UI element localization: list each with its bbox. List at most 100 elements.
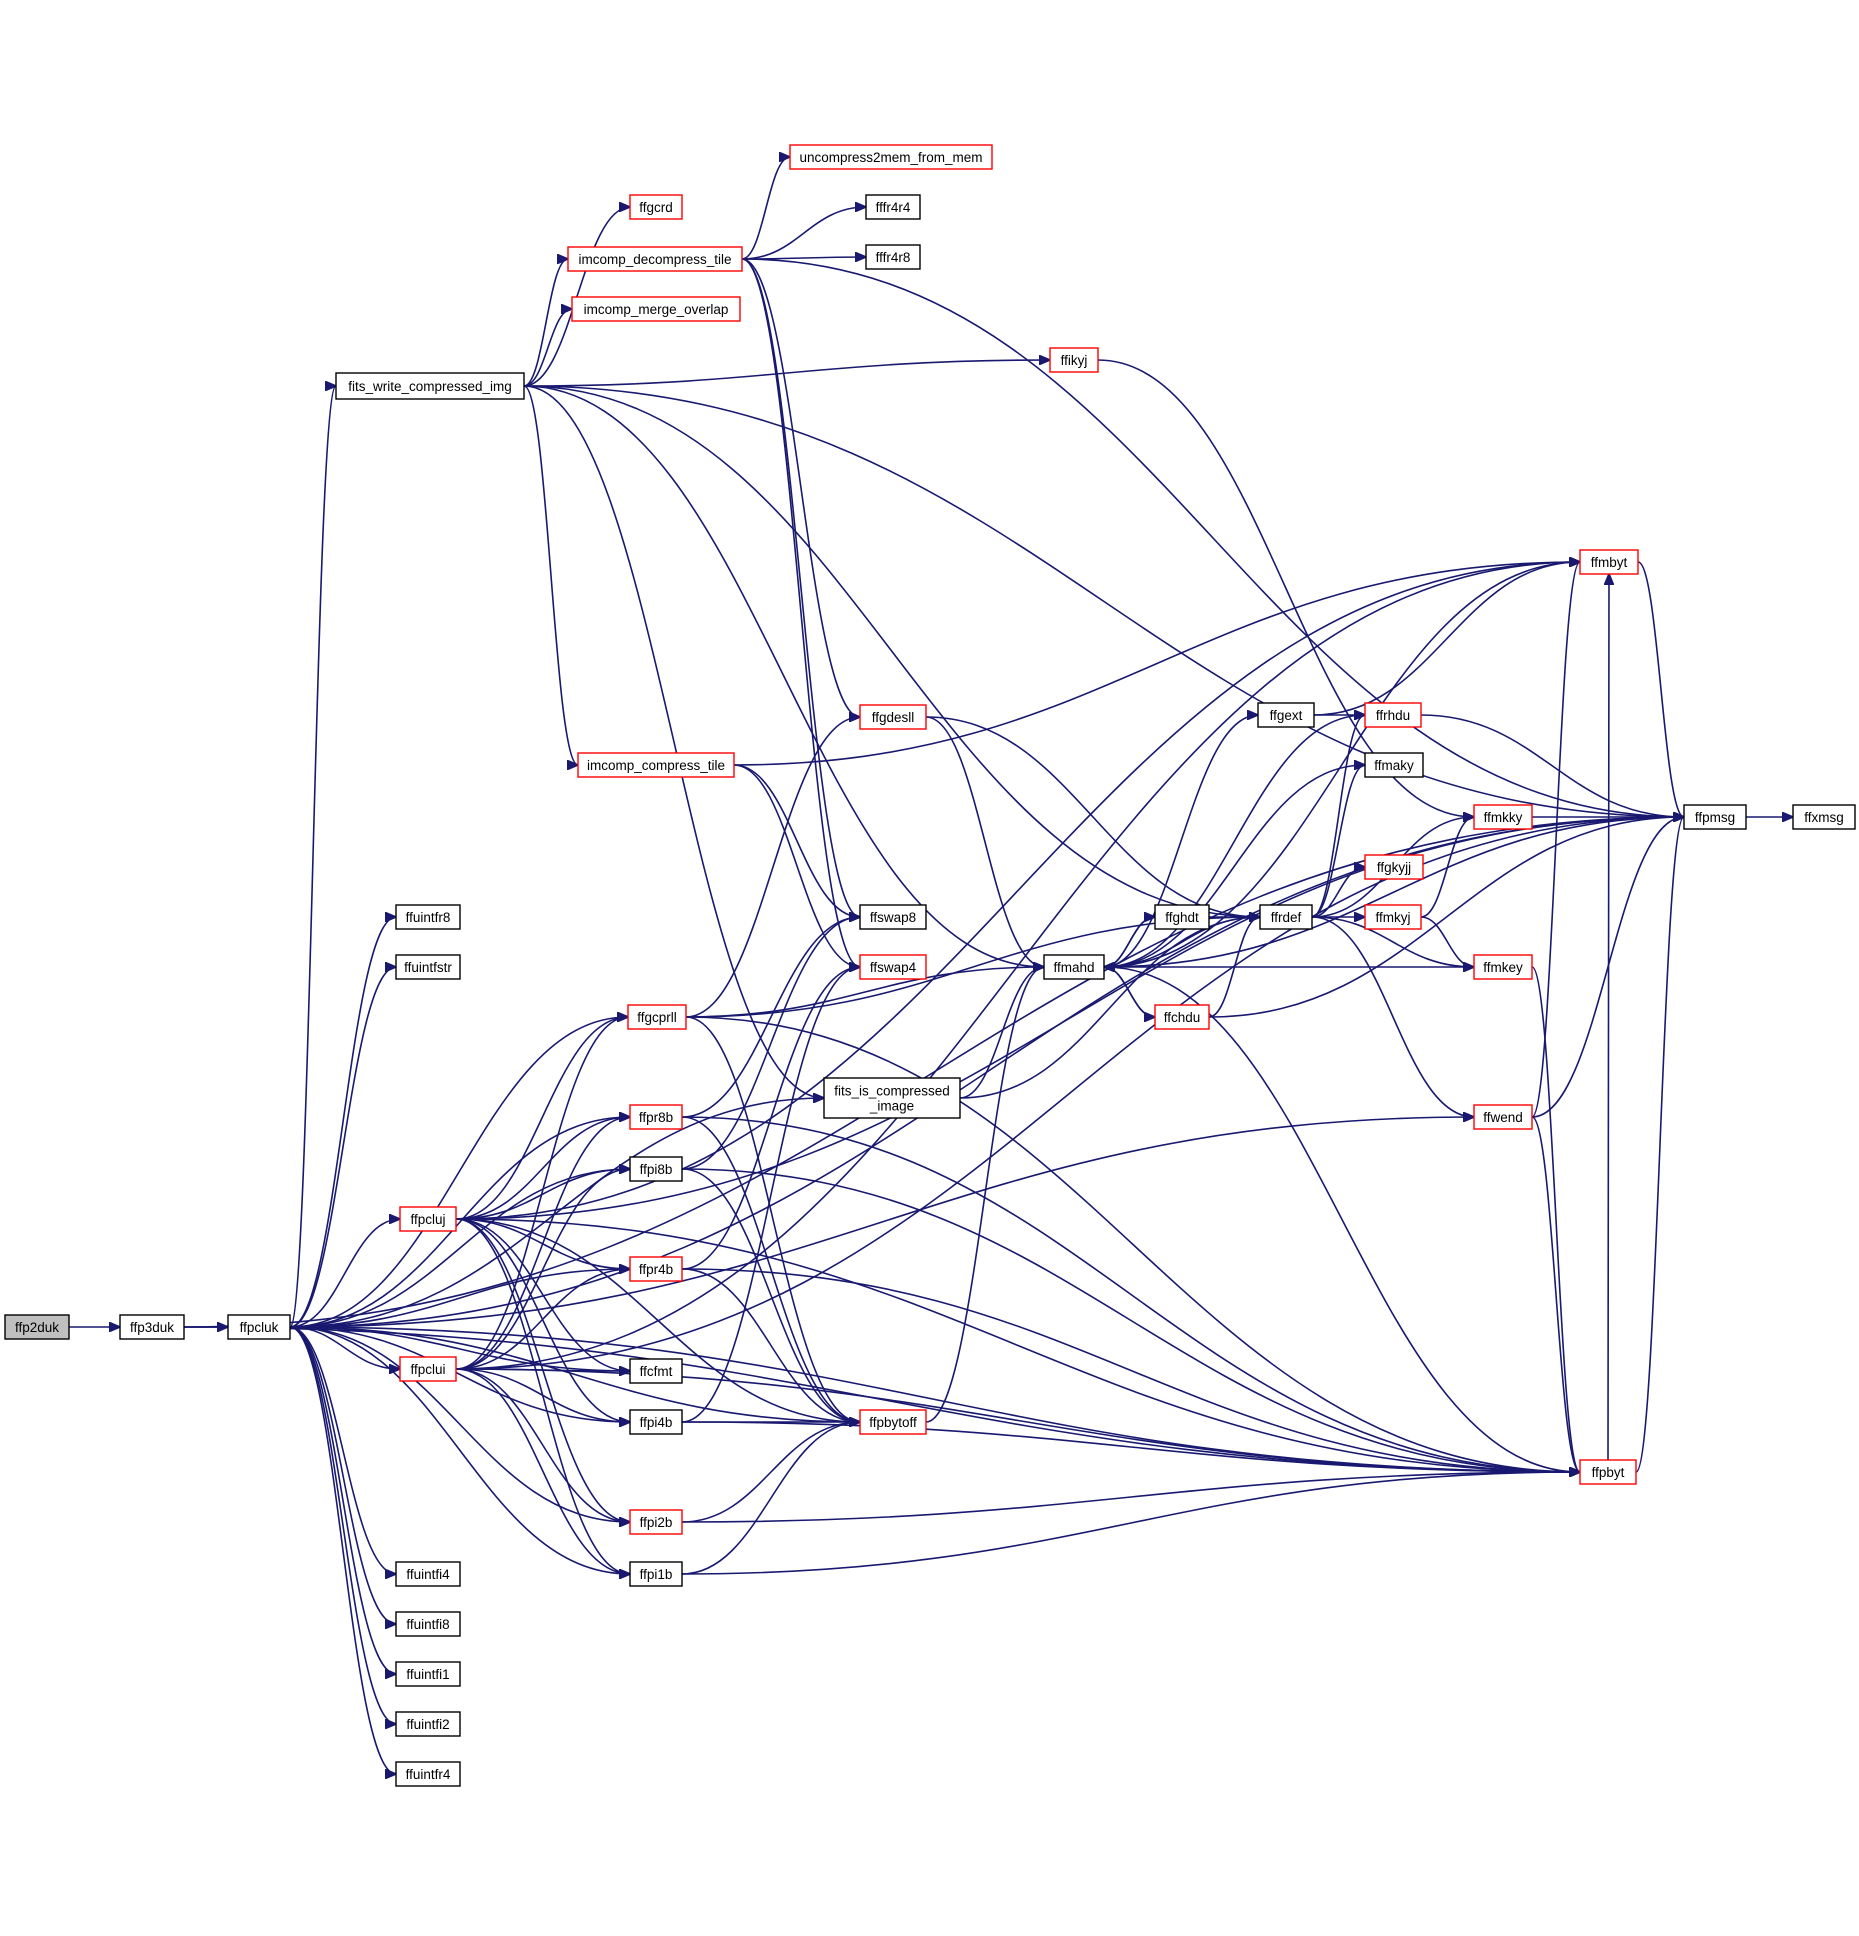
node-box-ffrhdu [1364,702,1422,728]
edge-ffpcluk-to-ffpi2b [289,1326,630,1522]
node-label: ffwend [1483,1110,1523,1125]
node-ffrdef[interactable]: ffrdef [1259,904,1313,930]
node-label: ffpmsg [1695,810,1735,825]
edge-fits-is-compressed-image-to-ffmahd [959,967,1044,1099]
node-label: ffmaky [1374,758,1414,773]
node-box-imcomp-merge-overlap [571,296,741,322]
node-ffxmsg[interactable]: ffxmsg [1792,804,1856,830]
edge-ffpi1b-to-ffpbyt [681,1472,1580,1575]
edge-ffmkyj-to-ffmkky [1420,817,1474,918]
node-label: ffpi8b [640,1162,673,1177]
node-ffpclui[interactable]: ffpclui [399,1356,457,1382]
edge-ffpcluk-to-ffpi8b [289,1169,630,1328]
edge-ffpcluj-to-ffpmsg [455,817,1684,1220]
edge-ffpcluk-to-ffpr8b [289,1117,630,1328]
node-ffpmsg[interactable]: ffpmsg [1683,804,1747,830]
node-ffuintfr8[interactable]: ffuintfr8 [395,904,461,930]
node-box-ffuintfstr [395,954,461,980]
node-ffmkky[interactable]: ffmkky [1473,804,1533,830]
node-label: ffrhdu [1376,708,1410,723]
node-ffmkyj[interactable]: ffmkyj [1364,904,1422,930]
node-fits-is-compressed-image[interactable]: fits_is_compressed_image [823,1077,961,1119]
node-label: ffpr4b [639,1262,673,1277]
node-ffuintfi2[interactable]: ffuintfi2 [395,1711,461,1737]
node-fffr4r8[interactable]: fffr4r8 [865,244,921,270]
node-imcomp-decompress-tile[interactable]: imcomp_decompress_tile [567,246,743,272]
node-ffpi2b[interactable]: ffpi2b [629,1509,683,1535]
node-ffmbyt[interactable]: ffmbyt [1579,549,1639,575]
node-ffikyj[interactable]: ffikyj [1049,347,1099,373]
edge-ffpr8b-to-ffpbyt [681,1116,1580,1472]
node-fffr4r4[interactable]: fffr4r4 [865,194,921,220]
edge-ffpi1b-to-ffpbytoff [681,1422,860,1575]
edge-ffpclui-to-ffpi4b [455,1368,630,1422]
node-ffpi1b[interactable]: ffpi1b [629,1561,683,1587]
node-ffpr4b[interactable]: ffpr4b [629,1256,683,1282]
node-uncompress2mem-from-mem[interactable]: uncompress2mem_from_mem [789,144,993,170]
node-box-ffuintfi4 [395,1561,461,1587]
node-box-ffmkey [1473,954,1533,980]
node-imcomp-compress-tile[interactable]: imcomp_compress_tile [577,752,735,778]
node-label: ffpi2b [640,1515,673,1530]
node-ffchdu[interactable]: ffchdu [1154,1004,1210,1030]
node-ffgkyjj[interactable]: ffgkyjj [1364,854,1424,880]
edge-fits-write-compressed-img-to-imcomp-merge-overlap [523,309,572,387]
edge-fits-is-compressed-image-to-ffrdef [959,917,1260,1099]
node-ffrhdu[interactable]: ffrhdu [1364,702,1422,728]
node-ffmkey[interactable]: ffmkey [1473,954,1533,980]
node-ffpbytoff[interactable]: ffpbytoff [859,1409,927,1435]
node-box-ffmkyj [1364,904,1422,930]
node-ffmahd[interactable]: ffmahd [1043,954,1105,980]
node-ffuintfi1[interactable]: ffuintfi1 [395,1661,461,1687]
node-ffpi4b[interactable]: ffpi4b [629,1409,683,1435]
node-label: ffuintfi2 [406,1717,449,1732]
node-ffpbyt[interactable]: ffpbyt [1579,1459,1637,1485]
node-ffwend[interactable]: ffwend [1473,1104,1533,1130]
node-ffpi8b[interactable]: ffpi8b [629,1156,683,1182]
node-ffp3duk[interactable]: ffp3duk [119,1314,185,1340]
node-ffmaky[interactable]: ffmaky [1364,752,1424,778]
edge-ffpi8b-to-ffswap8 [681,917,860,1170]
node-box-ffgext [1257,702,1315,728]
node-ffswap8[interactable]: ffswap8 [859,904,927,930]
node-ffghdt[interactable]: ffghdt [1154,904,1210,930]
node-ffgdesll[interactable]: ffgdesll [859,704,927,730]
node-ffgcprll[interactable]: ffgcprll [627,1004,687,1030]
node-imcomp-merge-overlap[interactable]: imcomp_merge_overlap [571,296,741,322]
node-label: ffmkky [1484,810,1523,825]
node-box-ffwend [1473,1104,1533,1130]
edge-ffwend-to-ffpbyt [1531,1116,1580,1472]
node-box-ffpcluk [227,1314,291,1340]
node-box-ffpr8b [629,1104,683,1130]
node-box-ffikyj [1049,347,1099,373]
edge-ffpcluk-to-ffuintfi4 [289,1326,396,1574]
node-label: fffr4r4 [876,200,911,215]
node-box-ffp2duk [4,1314,70,1340]
edge-imcomp-decompress-tile-to-fffr4r4 [741,207,866,260]
node-ffgcrd[interactable]: ffgcrd [629,194,683,220]
node-box-ffxmsg [1792,804,1856,830]
edge-ffchdu-to-ffpmsg [1208,817,1684,1018]
node-ffuintfstr[interactable]: ffuintfstr [395,954,461,980]
node-label: ffmahd [1053,960,1094,975]
node-ffpr8b[interactable]: ffpr8b [629,1104,683,1130]
node-box-ffgdesll [859,704,927,730]
node-box-ffpbytoff [859,1409,927,1435]
node-box-ffuintfi2 [395,1711,461,1737]
node-label: ffpbyt [1592,1465,1625,1480]
node-ffpcluj[interactable]: ffpcluj [399,1206,457,1232]
node-ffuintfi4[interactable]: ffuintfi4 [395,1561,461,1587]
edge-ffpi8b-to-ffpbyt [681,1168,1580,1472]
node-box-ffrdef [1259,904,1313,930]
node-fits-write-compressed-img[interactable]: fits_write_compressed_img [335,372,525,400]
node-label: ffp2duk [15,1320,59,1335]
node-ffswap4[interactable]: ffswap4 [859,954,927,980]
node-ffuintfr4[interactable]: ffuintfr4 [395,1761,461,1787]
node-ffpcluk[interactable]: ffpcluk [227,1314,291,1340]
node-box-ffgcprll [627,1004,687,1030]
node-ffcfmt[interactable]: ffcfmt [629,1358,683,1384]
edge-fits-write-compressed-img-to-imcomp-compress-tile [523,385,578,765]
node-ffuintfi8[interactable]: ffuintfi8 [395,1611,461,1637]
node-ffgext[interactable]: ffgext [1257,702,1315,728]
